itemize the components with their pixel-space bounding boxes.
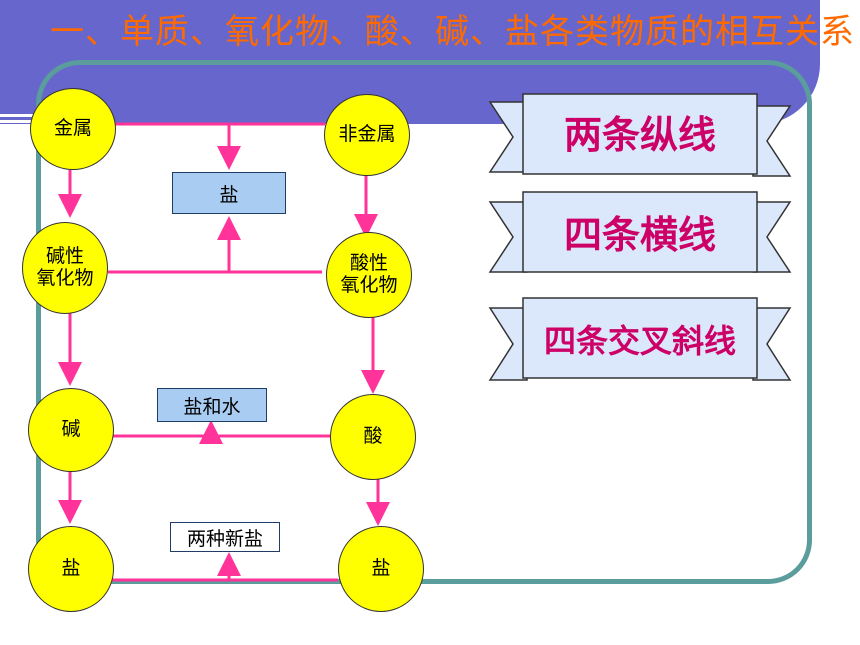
node-acidic-oxide: 酸性 氧化物 bbox=[326, 232, 412, 318]
box-salt: 盐 bbox=[172, 172, 286, 214]
ribbon-four-horizontal: 四条横线 bbox=[488, 191, 792, 273]
header-stripe bbox=[0, 120, 36, 123]
node-nonmetal: 非金属 bbox=[324, 94, 410, 176]
ribbon-four-diagonal-label: 四条交叉斜线 bbox=[544, 322, 736, 360]
box-two-new-salts: 两种新盐 bbox=[170, 522, 280, 552]
node-salt-left: 盐 bbox=[28, 526, 114, 612]
node-salt-right: 盐 bbox=[338, 526, 424, 612]
content-frame bbox=[36, 60, 812, 584]
node-base: 碱 bbox=[28, 388, 114, 472]
node-metal: 金属 bbox=[30, 88, 116, 170]
ribbon-two-vertical: 两条纵线 bbox=[488, 93, 792, 177]
node-acid: 酸 bbox=[330, 394, 416, 480]
ribbon-two-vertical-label: 两条纵线 bbox=[564, 113, 716, 157]
box-salt-and-water: 盐和水 bbox=[157, 388, 267, 422]
header-stripe bbox=[0, 114, 36, 117]
ribbon-four-diagonal: 四条交叉斜线 bbox=[488, 297, 792, 381]
ribbon-four-horizontal-label: 四条横线 bbox=[564, 213, 716, 257]
page-title: 一、单质、氧化物、酸、碱、盐各类物质的相互关系 bbox=[50, 12, 855, 52]
node-basic-oxide: 碱性 氧化物 bbox=[22, 222, 108, 314]
